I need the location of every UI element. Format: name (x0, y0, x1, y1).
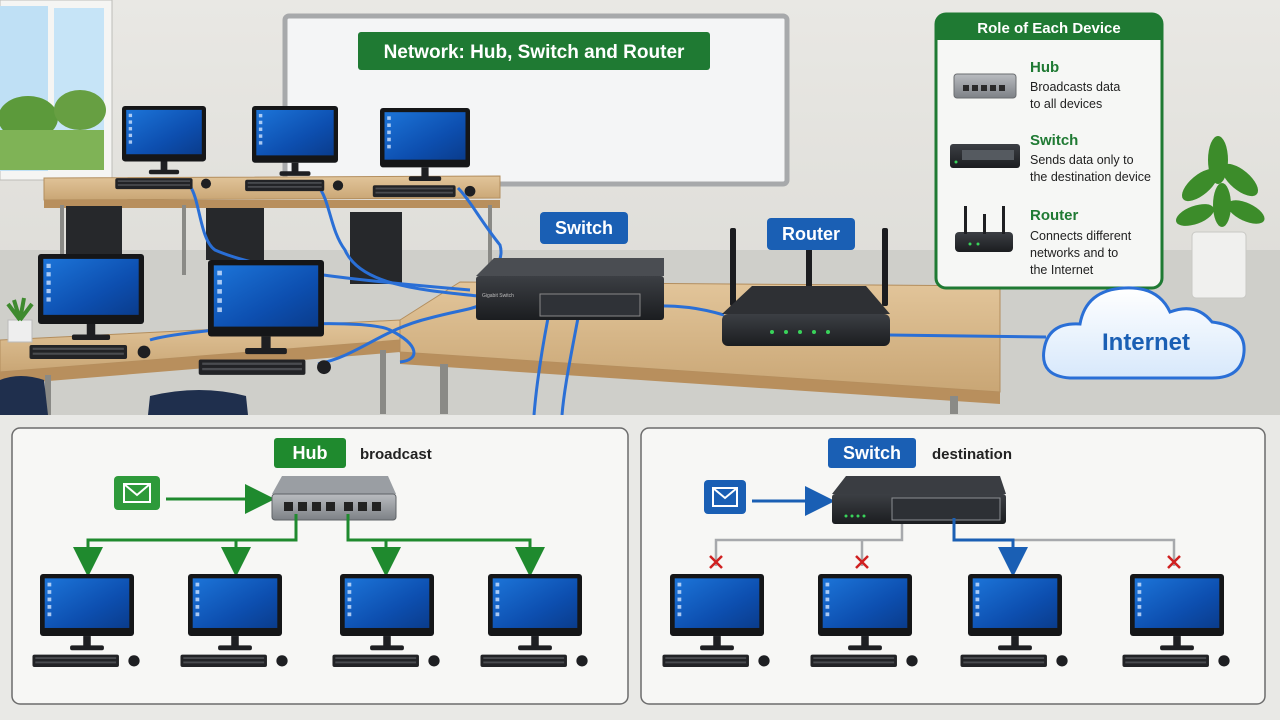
legend-router-name: Router (1030, 207, 1078, 224)
switch-computer-4 (1122, 574, 1230, 668)
hub-computers (32, 574, 588, 668)
switch-envelope-icon (704, 480, 746, 514)
legend-hub-desc-1: Broadcasts data (1030, 80, 1120, 94)
hub-device (271, 476, 397, 521)
internet-label: Internet (1102, 329, 1190, 356)
scene-computer-back-2 (245, 106, 344, 192)
switch-computers (662, 574, 1230, 668)
potted-plant (1175, 136, 1265, 299)
blocked-marks (709, 555, 1181, 569)
scene-router-label: Router (782, 224, 840, 244)
hub-badge: Hub (293, 443, 328, 463)
switch-computer-1 (662, 574, 770, 668)
legend-router-desc-3: the Internet (1030, 263, 1094, 277)
legend-switch-icon (950, 144, 1020, 168)
legend-router-icon (955, 206, 1013, 252)
hub-computer-3 (332, 574, 440, 668)
legend-switch-desc-1: Sends data only to (1030, 153, 1134, 167)
switch-device (832, 476, 1006, 524)
switch-panel: Switch destination (640, 427, 1266, 705)
legend-heading: Role of Each Device (977, 20, 1120, 37)
scene-computers (29, 106, 476, 375)
legend-router-desc-1: Connects different (1030, 229, 1132, 243)
hub-computer-4 (480, 574, 588, 668)
svg-text:Gigabit Switch: Gigabit Switch (482, 293, 514, 299)
legend-hub-desc-2: to all devices (1030, 97, 1102, 111)
legend-switch-desc-2: the destination device (1030, 170, 1151, 184)
legend-switch-name: Switch (1030, 132, 1078, 149)
hub-computer-2 (180, 574, 288, 668)
scene-cables (149, 185, 1047, 416)
hub-caption: broadcast (360, 446, 432, 463)
legend-hub-name: Hub (1030, 59, 1059, 76)
scene-switch: Gigabit Switch (476, 258, 664, 320)
legend-panel: Role of Each Device Hub Broadcasts data … (934, 12, 1164, 290)
switch-computer-3 (960, 574, 1068, 668)
scene-router (722, 228, 890, 346)
legend-router-desc-2: networks and to (1030, 246, 1118, 260)
scene-computer-back-1 (115, 106, 212, 190)
hub-envelope-icon (114, 476, 160, 510)
scene-computer-back-3 (372, 108, 476, 198)
legend-hub-icon (953, 73, 1017, 99)
scene-title: Network: Hub, Switch and Router (384, 42, 685, 63)
switch-computer-2 (810, 574, 918, 668)
scene-switch-label: Switch (555, 218, 613, 238)
switch-destination-path (952, 518, 1028, 577)
hub-broadcast-paths (73, 514, 545, 577)
scene-computer-front-2 (198, 260, 331, 375)
hub-computer-1 (32, 574, 140, 668)
window (0, 0, 113, 181)
whiteboard: Network: Hub, Switch and Router (282, 13, 790, 187)
switch-caption: destination (932, 446, 1012, 463)
scene-computer-front-1 (29, 254, 151, 359)
switch-badge: Switch (843, 443, 901, 463)
internet-cloud: Internet (1042, 286, 1246, 380)
